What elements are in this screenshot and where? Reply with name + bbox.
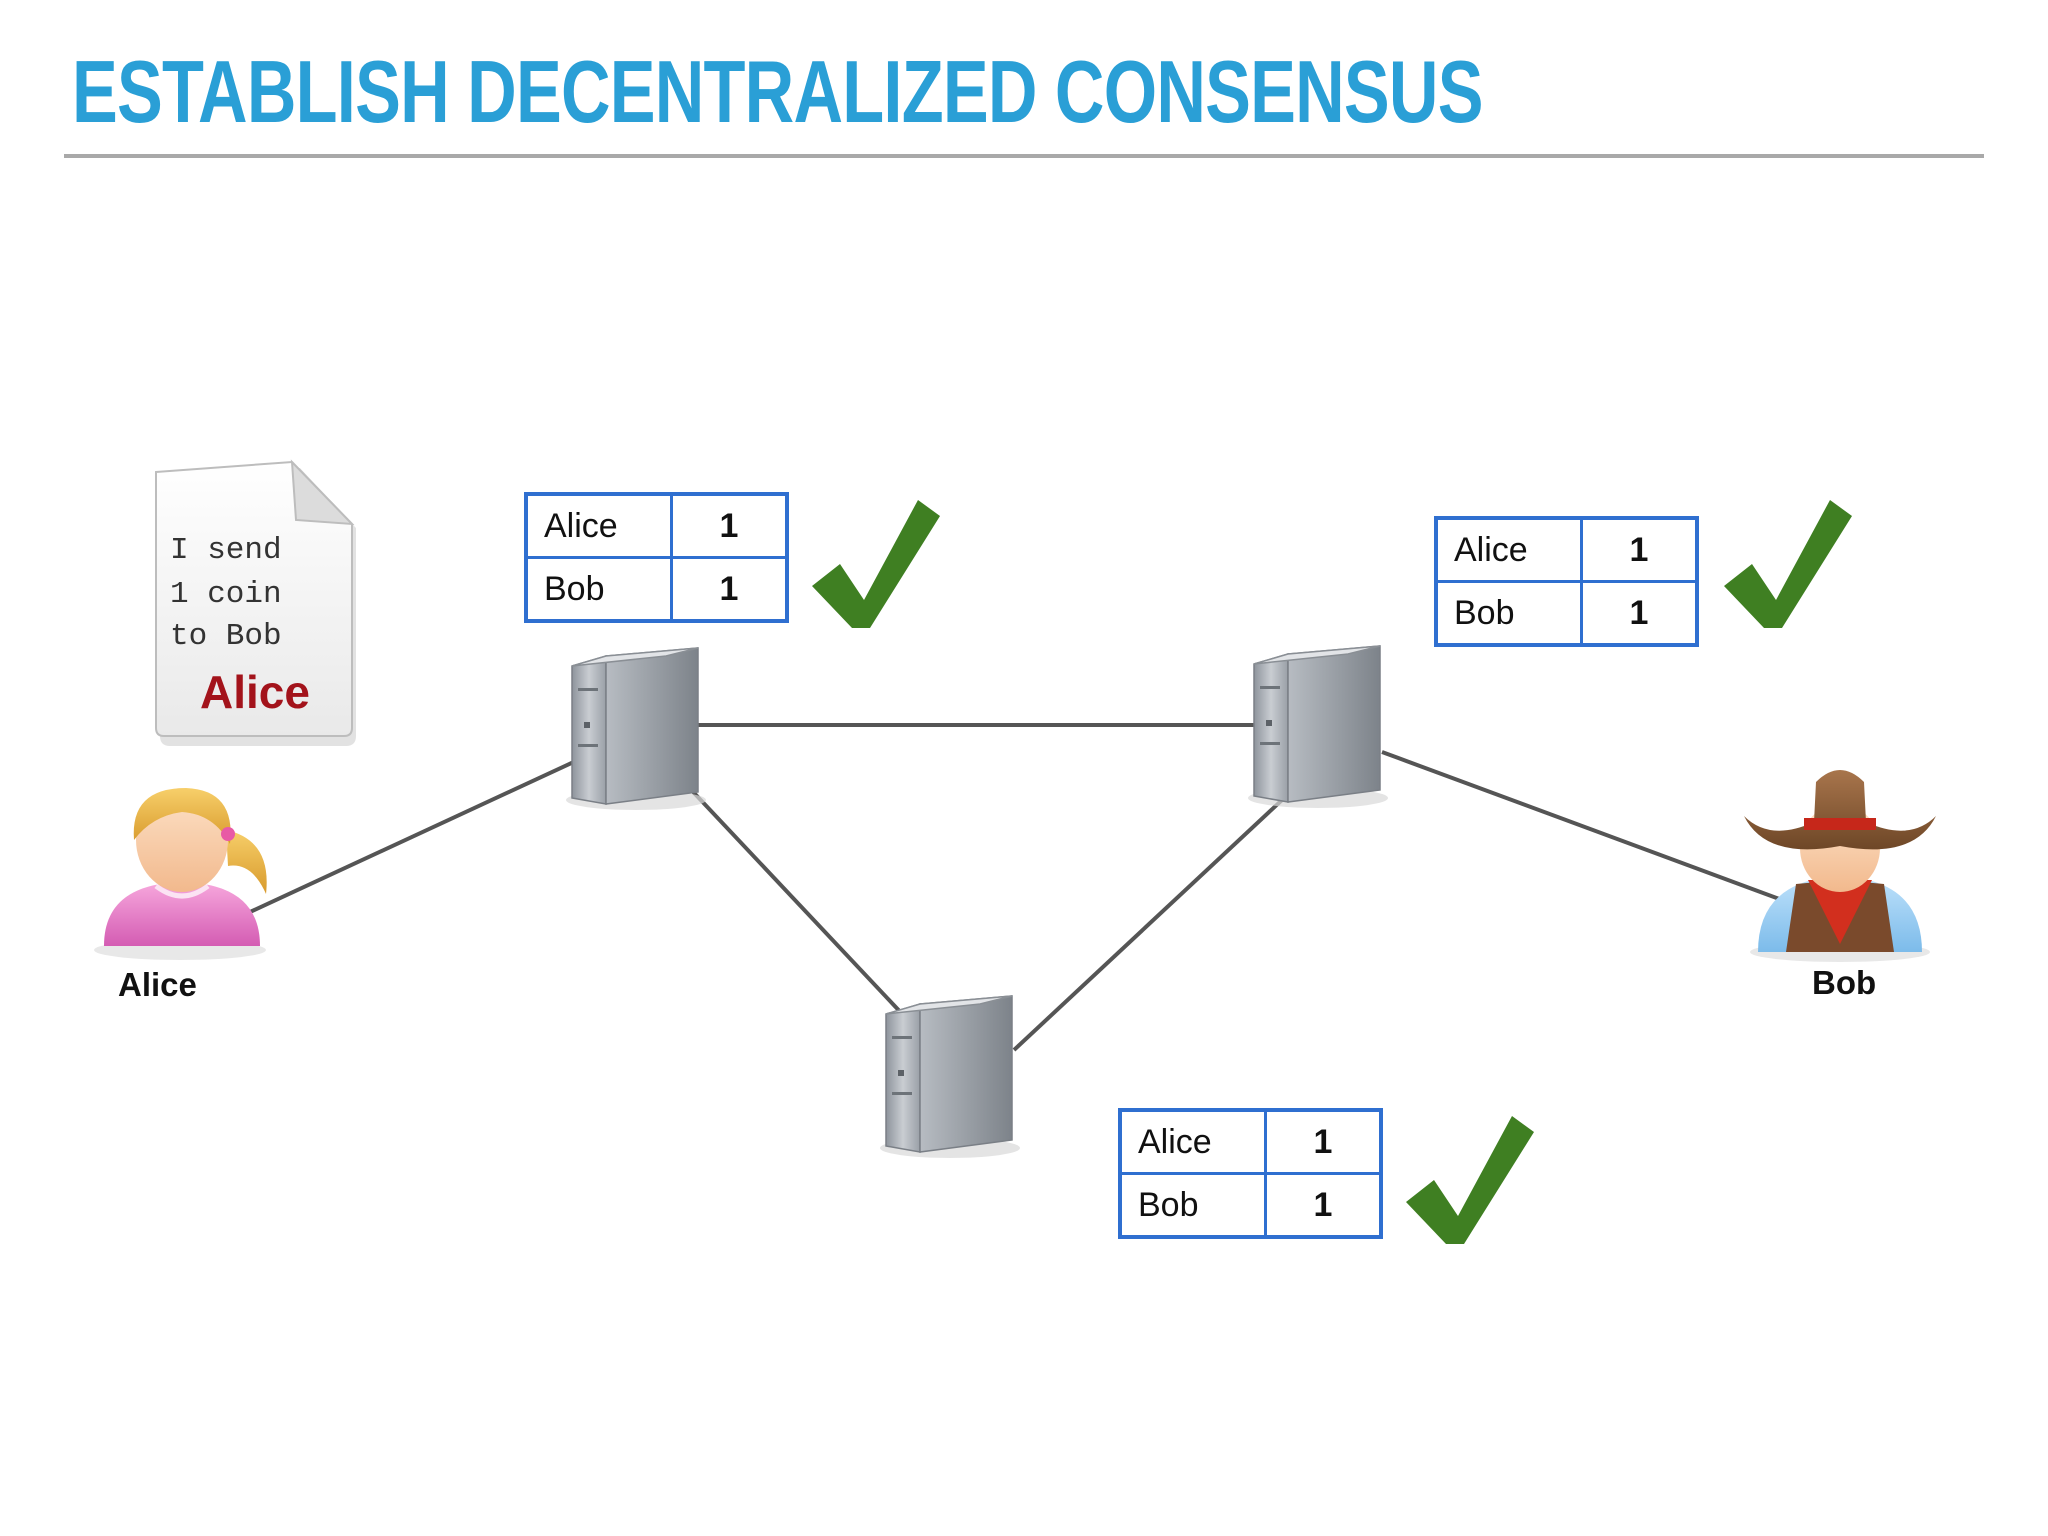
memo-signature: Alice bbox=[200, 666, 310, 718]
user-female-icon bbox=[94, 788, 267, 960]
slide-title: ESTABLISH DECENTRALIZED CONSENSUS bbox=[72, 42, 1483, 141]
ledger-row: Alice 1 bbox=[1118, 1108, 1383, 1175]
ledger-balance: 1 bbox=[670, 492, 789, 559]
link-server2-server3 bbox=[1012, 798, 1284, 1052]
server-icon bbox=[880, 995, 1020, 1158]
document-icon: I send 1 coin to Bob Alice bbox=[155, 459, 356, 746]
ledger-account-name: Alice bbox=[524, 492, 673, 559]
ledger-balance: 1 bbox=[1580, 580, 1699, 647]
ledger-account-name: Alice bbox=[1118, 1108, 1267, 1175]
ledger-row: Bob 1 bbox=[524, 556, 789, 623]
ledger-table-server-3: Alice 1 Bob 1 bbox=[1118, 1108, 1383, 1239]
alice-label: Alice bbox=[118, 966, 197, 1003]
link-server2-bob bbox=[1381, 750, 1783, 902]
ledger-account-name: Alice bbox=[1434, 516, 1583, 583]
ledger-balance: 1 bbox=[1264, 1108, 1383, 1175]
ledger-account-name: Bob bbox=[1434, 580, 1583, 647]
ledger-row: Bob 1 bbox=[1434, 580, 1699, 647]
ledger-row: Alice 1 bbox=[1434, 516, 1699, 583]
server-icon bbox=[566, 647, 706, 810]
link-alice-server1 bbox=[249, 758, 579, 914]
link-server1-server3 bbox=[678, 776, 908, 1020]
checkmark-icon bbox=[812, 500, 940, 628]
checkmark-icon bbox=[1724, 500, 1852, 628]
ledger-table-server-2: Alice 1 Bob 1 bbox=[1434, 516, 1699, 647]
network-links bbox=[249, 723, 1783, 1052]
ledger-row: Bob 1 bbox=[1118, 1172, 1383, 1239]
title-divider bbox=[64, 154, 1984, 158]
checkmark-icon bbox=[1406, 1116, 1534, 1244]
bob-label: Bob bbox=[1812, 964, 1877, 1001]
memo-line-2: 1 coin bbox=[170, 577, 282, 612]
server-icon bbox=[1248, 645, 1388, 808]
memo-line-3: to Bob bbox=[170, 619, 282, 654]
ledger-account-name: Bob bbox=[524, 556, 673, 623]
ledger-balance: 1 bbox=[1580, 516, 1699, 583]
ledger-balance: 1 bbox=[1264, 1172, 1383, 1239]
ledger-balance: 1 bbox=[670, 556, 789, 623]
memo-line-1: I send bbox=[170, 533, 282, 568]
user-cowboy-icon bbox=[1744, 770, 1936, 962]
ledger-row: Alice 1 bbox=[524, 492, 789, 559]
ledger-account-name: Bob bbox=[1118, 1172, 1267, 1239]
ledger-table-server-1: Alice 1 Bob 1 bbox=[524, 492, 789, 623]
